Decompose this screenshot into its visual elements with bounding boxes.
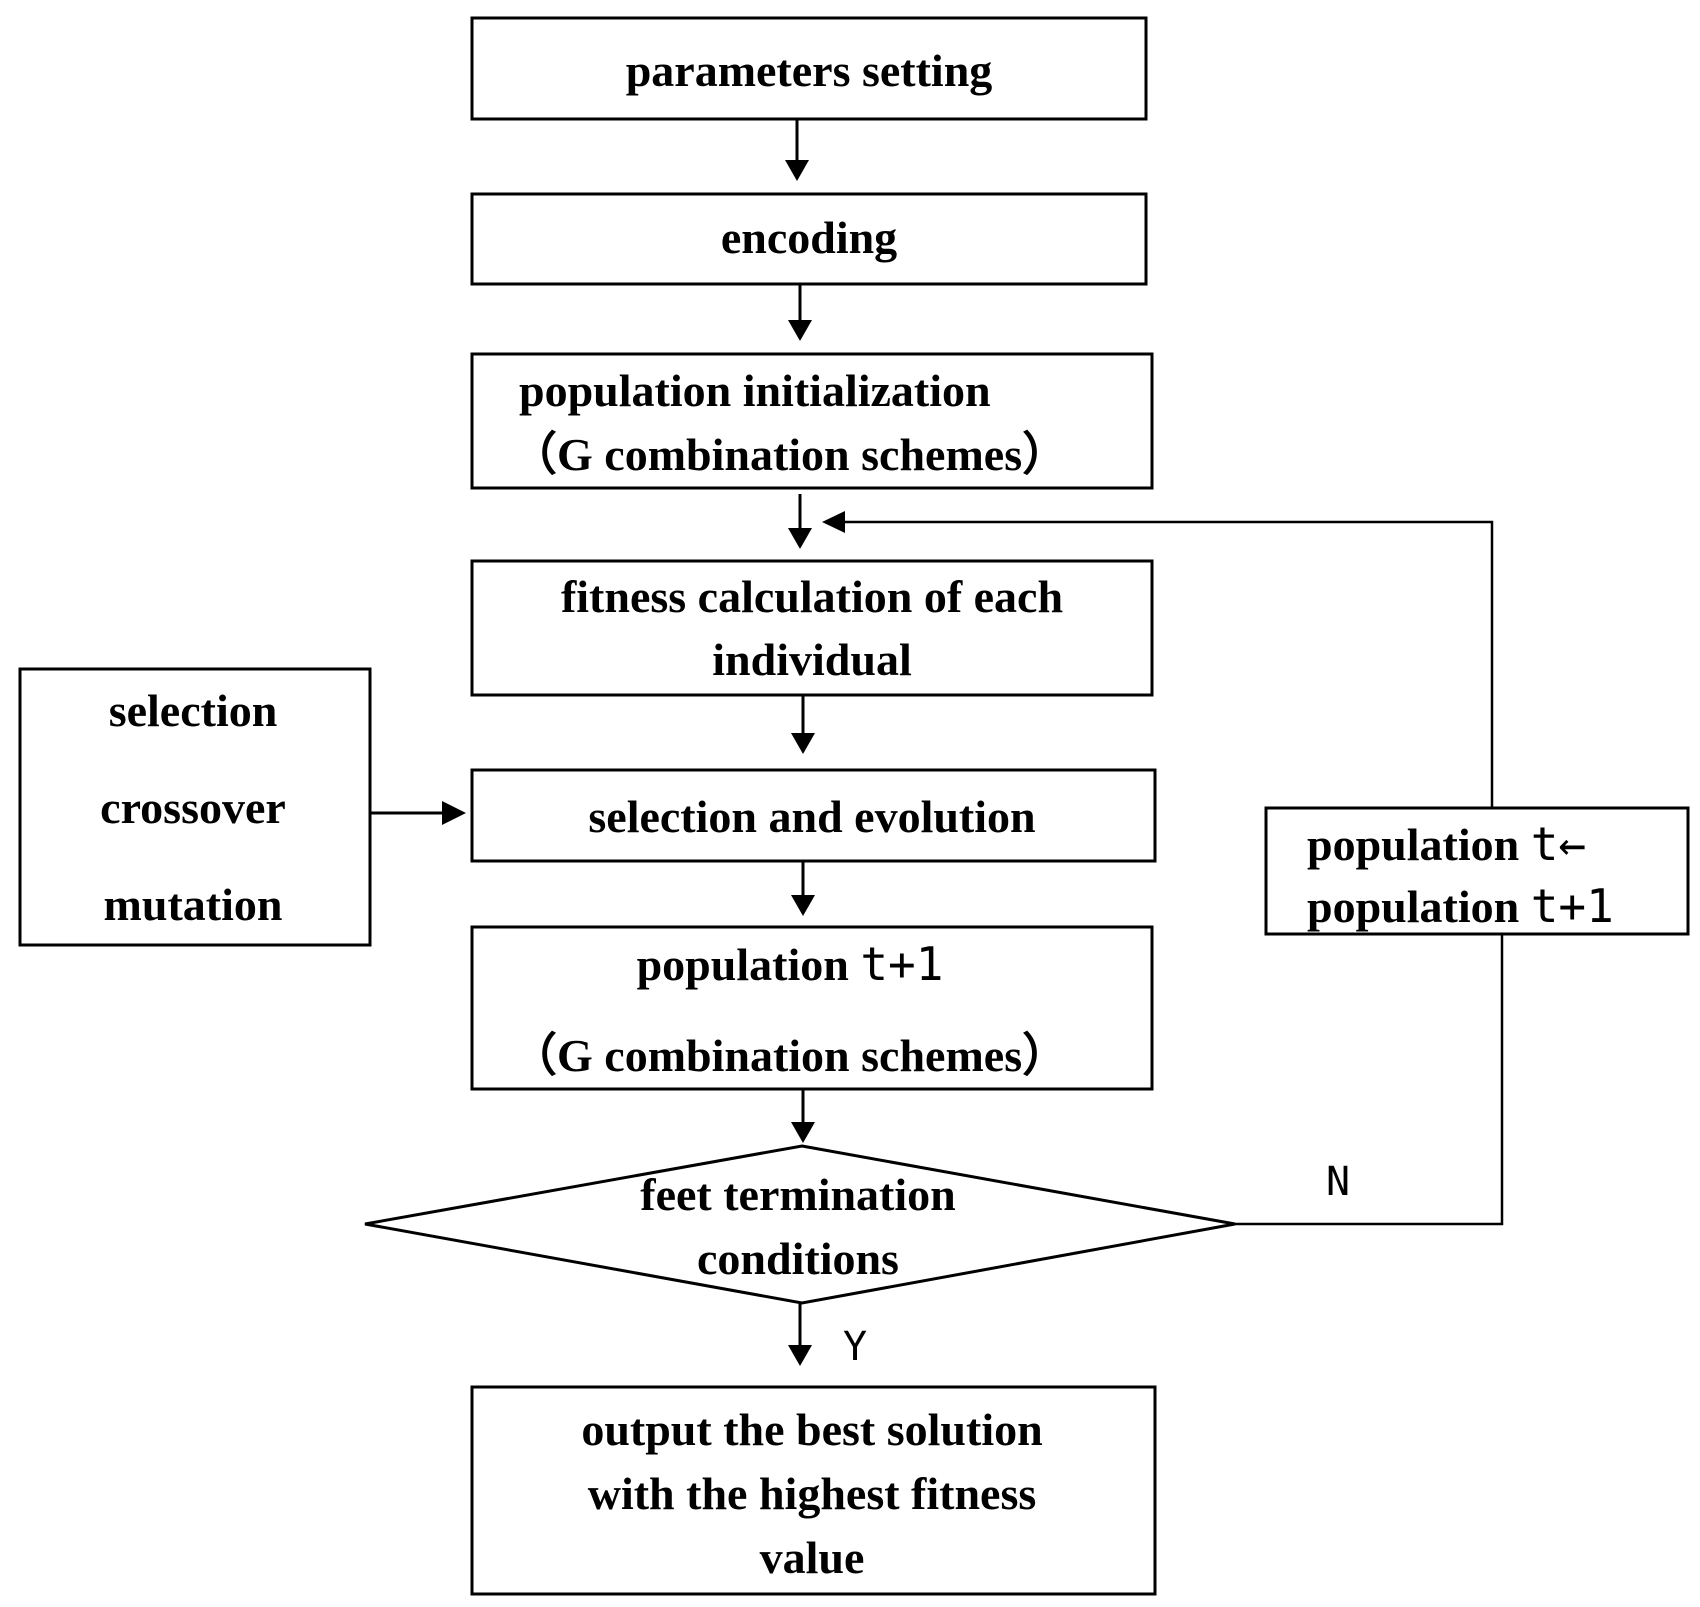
no-branch-label: N xyxy=(1326,1159,1350,1205)
arrow-fitness-to-evolution xyxy=(791,695,815,754)
update-word-2: population xyxy=(1307,881,1531,932)
arrow-decision-to-output xyxy=(788,1303,812,1366)
arrow-init-to-fitness xyxy=(788,494,812,549)
arrow-params-to-encoding xyxy=(785,119,809,181)
params-label: parameters setting xyxy=(626,45,993,96)
output-label-line1: output the best solution xyxy=(581,1404,1042,1455)
output-label-line2: with the highest fitness xyxy=(588,1468,1037,1519)
fitness-label-line2: individual xyxy=(712,634,911,685)
termination-diamond xyxy=(364,1144,1236,1305)
output-label-line3: value xyxy=(760,1532,865,1583)
next-population-word: population xyxy=(637,939,861,990)
update-box xyxy=(1264,806,1690,936)
update-var-2: t+1 xyxy=(1531,879,1614,933)
decision-label-line2: conditions xyxy=(697,1233,899,1284)
arrow-next-population-to-decision xyxy=(791,1089,815,1143)
arrow-operators-to-evolution xyxy=(370,801,466,825)
encoding-box xyxy=(470,192,1148,286)
update-word-1: population xyxy=(1307,819,1531,870)
init-box xyxy=(470,352,1154,490)
encoding-label: encoding xyxy=(721,212,897,263)
fitness-box xyxy=(470,559,1154,697)
init-label-line2: （G combination schemes） xyxy=(511,429,1068,480)
fitness-label-line1: fitness calculation of each xyxy=(561,571,1063,622)
yes-branch-label: Y xyxy=(843,1324,867,1370)
evolution-label: selection and evolution xyxy=(588,791,1035,842)
init-label-line1: population initialization xyxy=(519,365,991,416)
operators-box xyxy=(18,667,372,947)
update-label-line2: population t+1 xyxy=(1307,879,1614,933)
operators-label-selection: selection xyxy=(109,685,278,736)
next-population-label-line1: population t+1 xyxy=(637,937,944,991)
operators-label-crossover: crossover xyxy=(100,782,286,833)
next-population-label-line2: （G combination schemes） xyxy=(511,1030,1068,1081)
update-label-line1: population t← xyxy=(1307,817,1586,871)
next-population-box xyxy=(470,925,1154,1091)
output-box xyxy=(470,1385,1157,1596)
params-box xyxy=(470,16,1148,121)
arrow-encoding-to-init xyxy=(788,284,812,341)
evolution-box xyxy=(470,768,1157,863)
operators-label-mutation: mutation xyxy=(104,879,283,930)
arrow-evolution-to-next-population xyxy=(791,861,815,916)
next-population-var: t+1 xyxy=(860,937,943,991)
update-var-1: t← xyxy=(1531,817,1586,871)
loop-no-branch xyxy=(822,511,1504,1226)
decision-label-line1: feet termination xyxy=(640,1169,956,1220)
